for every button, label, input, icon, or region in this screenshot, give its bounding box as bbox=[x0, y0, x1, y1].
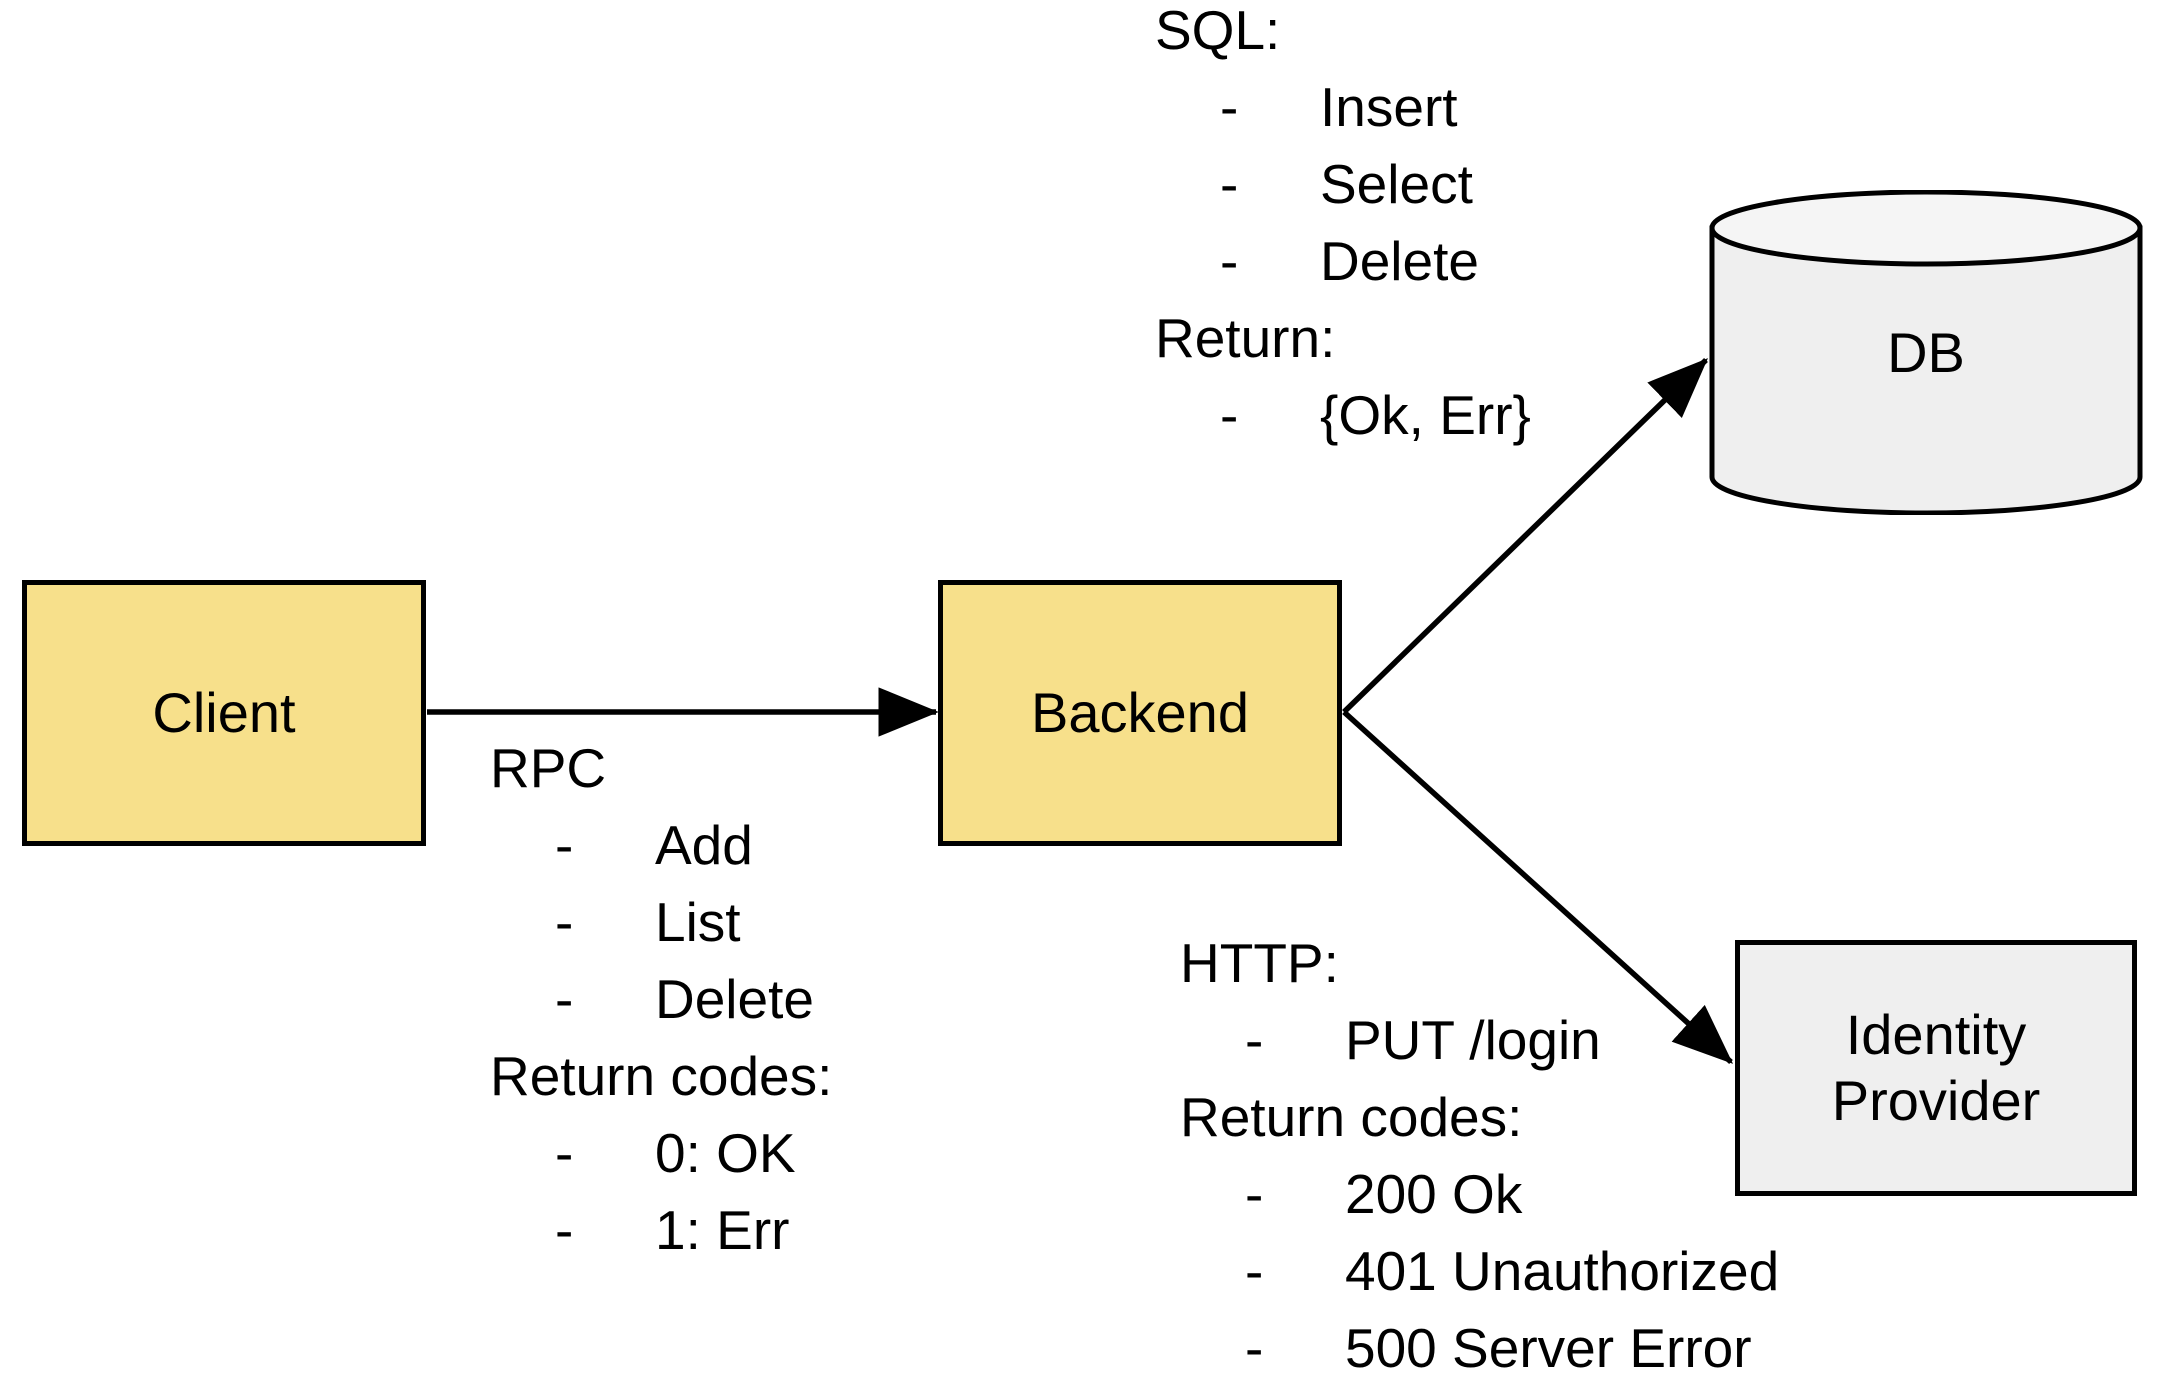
annotation-rpc-return-item-label: 1: Err bbox=[655, 1199, 790, 1261]
bullet-dash: - bbox=[555, 814, 574, 876]
annotation-rpc: RPC - Add - List - Delete Return codes: … bbox=[490, 730, 832, 1269]
annotation-sql-return-item-label: {Ok, Err} bbox=[1320, 384, 1531, 446]
annotation-rpc-return-item-label: 0: OK bbox=[655, 1122, 796, 1184]
annotation-sql-return-item: - {Ok, Err} bbox=[1155, 377, 1531, 454]
bullet-dash: - bbox=[1220, 230, 1239, 292]
annotation-rpc-item: - List bbox=[490, 884, 832, 961]
node-db-label: DB bbox=[1887, 321, 1965, 384]
node-backend[interactable]: Backend bbox=[938, 580, 1342, 846]
bullet-dash: - bbox=[1220, 384, 1239, 446]
annotation-http-item: - PUT /login bbox=[1180, 1002, 1779, 1079]
bullet-dash: - bbox=[555, 1122, 574, 1184]
bullet-dash: - bbox=[555, 968, 574, 1030]
annotation-http-return-item-label: 401 Unauthorized bbox=[1345, 1240, 1780, 1302]
annotation-http-return-item: - 500 Server Error bbox=[1180, 1310, 1779, 1387]
annotation-rpc-item-label: List bbox=[655, 891, 741, 953]
cylinder-icon bbox=[1709, 190, 2143, 515]
bullet-dash: - bbox=[1245, 1317, 1264, 1379]
annotation-http-return-item-label: 200 Ok bbox=[1345, 1163, 1523, 1225]
annotation-rpc-return-header: Return codes: bbox=[490, 1045, 833, 1107]
annotation-sql-item-label: Insert bbox=[1320, 76, 1458, 138]
annotation-http-header: HTTP: bbox=[1180, 932, 1339, 994]
annotation-http-item-label: PUT /login bbox=[1345, 1009, 1601, 1071]
annotation-http-return-item: - 200 Ok bbox=[1180, 1156, 1779, 1233]
annotation-http: HTTP: - PUT /login Return codes: - 200 O… bbox=[1180, 925, 1779, 1387]
annotation-http-return-item: - 401 Unauthorized bbox=[1180, 1233, 1779, 1310]
bullet-dash: - bbox=[1220, 76, 1239, 138]
annotation-rpc-return-item: - 1: Err bbox=[490, 1192, 832, 1269]
annotation-http-return-item-label: 500 Server Error bbox=[1345, 1317, 1752, 1379]
node-client-label: Client bbox=[152, 680, 296, 744]
annotation-rpc-return-item: - 0: OK bbox=[490, 1115, 832, 1192]
annotation-sql-item: - Select bbox=[1155, 146, 1531, 223]
bullet-dash: - bbox=[1220, 153, 1239, 215]
bullet-dash: - bbox=[555, 1199, 574, 1261]
bullet-dash: - bbox=[555, 891, 574, 953]
annotation-sql-header: SQL: bbox=[1155, 0, 1281, 61]
node-db-label-wrap: DB bbox=[1706, 190, 2146, 515]
annotation-rpc-header: RPC bbox=[490, 737, 607, 799]
node-db[interactable] bbox=[1706, 190, 2146, 515]
node-client[interactable]: Client bbox=[22, 580, 426, 846]
bullet-dash: - bbox=[1245, 1009, 1264, 1071]
annotation-sql-item-label: Select bbox=[1320, 153, 1473, 215]
node-backend-label: Backend bbox=[1031, 680, 1249, 744]
annotation-http-return-header: Return codes: bbox=[1180, 1086, 1523, 1148]
bullet-dash: - bbox=[1245, 1240, 1264, 1302]
annotation-sql-item: - Insert bbox=[1155, 69, 1531, 146]
annotation-rpc-item-label: Delete bbox=[655, 968, 814, 1030]
node-identity-provider-label: Identity Provider bbox=[1831, 1002, 2041, 1132]
bullet-dash: - bbox=[1245, 1163, 1264, 1225]
annotation-sql-item-label: Delete bbox=[1320, 230, 1479, 292]
annotation-sql-item: - Delete bbox=[1155, 223, 1531, 300]
node-identity-provider[interactable]: Identity Provider bbox=[1735, 940, 2137, 1196]
annotation-sql: SQL: - Insert - Select - Delete Return: … bbox=[1155, 0, 1531, 454]
annotation-rpc-item: - Add bbox=[490, 807, 832, 884]
annotation-sql-return-header: Return: bbox=[1155, 307, 1336, 369]
annotation-rpc-item-label: Add bbox=[655, 814, 753, 876]
annotation-rpc-item: - Delete bbox=[490, 961, 832, 1038]
